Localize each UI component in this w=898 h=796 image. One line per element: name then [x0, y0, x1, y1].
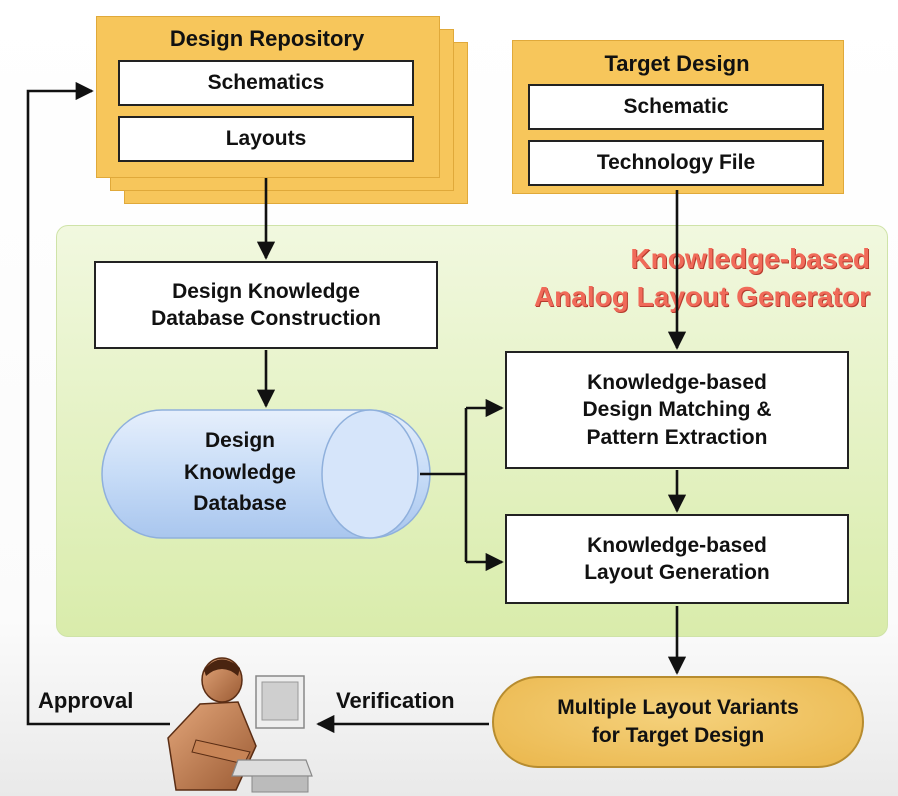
database-label-line: Knowledge: [183, 460, 296, 484]
repository-item-layouts: Layouts: [118, 116, 414, 162]
layout-variants-line: Multiple Layout Variants: [557, 695, 799, 719]
database-label-line: Database: [193, 492, 287, 515]
matching-line: Knowledge-based: [587, 371, 767, 395]
database-label-line: Design: [204, 429, 275, 452]
verification-label: Verification: [336, 688, 455, 713]
arrow-database-connector: [420, 408, 468, 562]
layout-variants-box: Multiple Layout Variants for Target Desi…: [492, 676, 864, 768]
approval-label: Approval: [38, 688, 134, 713]
repository-item-schematics: Schematics: [118, 60, 414, 106]
generator-title-line: Analog Layout Generator: [533, 280, 870, 312]
db-construction-line: Database Construction: [151, 307, 381, 330]
generator-title-line: Knowledge-based: [630, 243, 870, 274]
generator-title: Knowledge-based Analog Layout Generator: [534, 240, 870, 316]
database-cylinder: [101, 409, 431, 539]
matching-line: Design Matching &: [582, 398, 772, 422]
target-title: Target Design: [604, 51, 750, 76]
db-construction-line: Design Knowledge: [172, 279, 360, 303]
target-item-technology-file: Technology File: [528, 140, 824, 186]
layout-generation-line: Layout Generation: [584, 561, 770, 584]
matching-line: Pattern Extraction: [586, 425, 768, 449]
layout-generation-box: Knowledge-based Layout Generation: [505, 514, 849, 604]
db-construction-box: Design Knowledge Database Construction: [94, 261, 438, 349]
database-label: Design Knowledge Database: [140, 425, 340, 520]
repository-title: Design Repository: [169, 26, 365, 51]
layout-variants-line: for Target Design: [591, 724, 765, 747]
layout-generation-line: Knowledge-based: [587, 533, 767, 557]
arrow-approval-feedback: [26, 81, 170, 726]
engineer-at-computer-icon: [167, 657, 313, 793]
target-item-schematic: Schematic: [528, 84, 824, 130]
matching-box: Knowledge-based Design Matching & Patter…: [505, 351, 849, 469]
